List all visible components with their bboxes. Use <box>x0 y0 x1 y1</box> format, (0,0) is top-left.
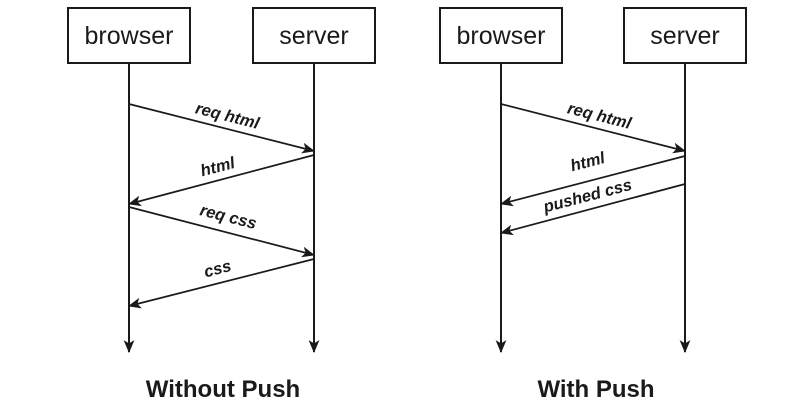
left-server-box <box>252 7 376 64</box>
right-message-arrow-pushed-css <box>499 183 686 236</box>
left-message-arrow-html <box>127 154 315 207</box>
left-diagram-caption: Without Push <box>146 376 300 402</box>
right-message-label-req-html: req html <box>565 99 633 133</box>
right-message-arrow-req-html <box>500 103 687 154</box>
left-message-arrow-req-html <box>128 103 316 154</box>
right-message-arrow-html <box>499 155 686 207</box>
right-diagram-caption: With Push <box>537 376 654 402</box>
right-diagram: browser server req html html pushed css … <box>439 7 747 402</box>
left-message-label-css: css <box>202 257 233 281</box>
right-server-label: server <box>650 22 719 50</box>
left-server-label: server <box>279 22 348 50</box>
left-browser-box <box>67 7 191 64</box>
right-browser-label: browser <box>457 22 546 50</box>
left-message-label-req-css: req css <box>198 201 258 233</box>
left-message-arrow-req-css <box>128 206 316 258</box>
left-message-arrow-css <box>127 258 315 309</box>
right-message-label-html: html <box>569 149 608 175</box>
left-diagram: browser server req html html req css css… <box>67 7 376 402</box>
left-browser-label: browser <box>85 22 174 50</box>
left-message-label-req-html: req html <box>193 99 261 133</box>
